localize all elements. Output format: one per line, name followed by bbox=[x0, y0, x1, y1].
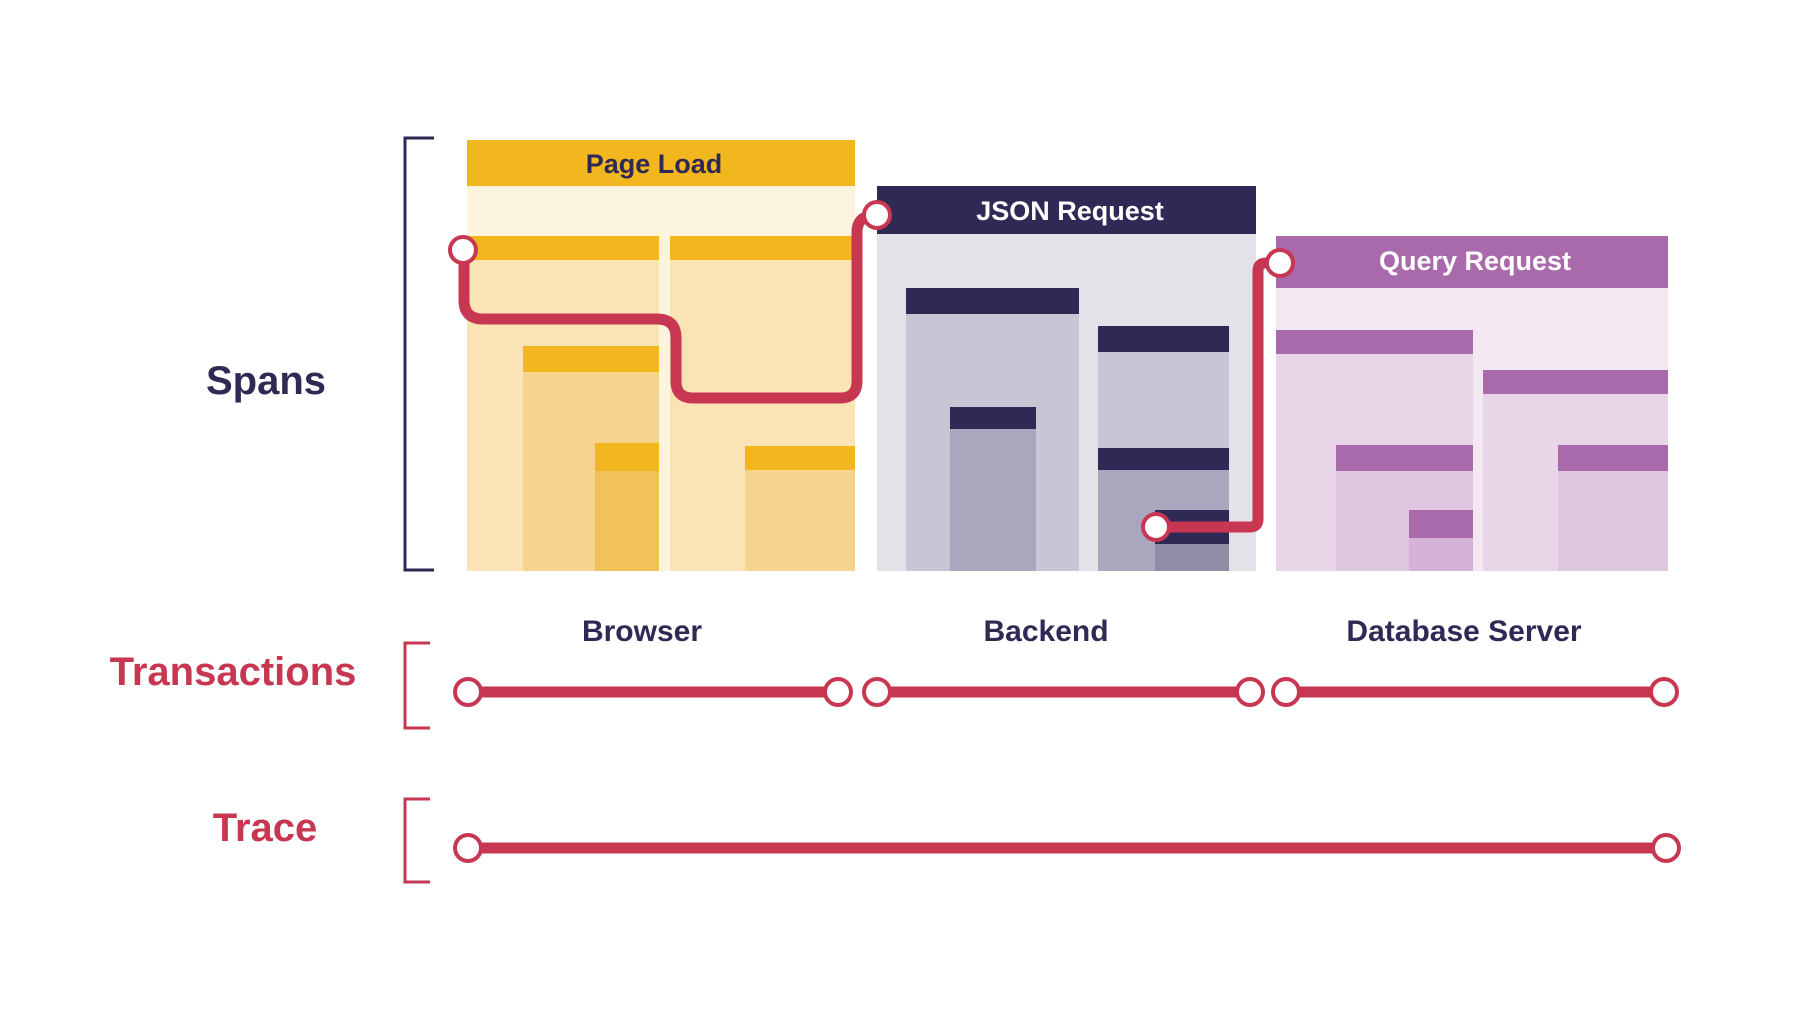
trace-path-browser-to-backend bbox=[458, 209, 883, 404]
transaction-start-node bbox=[862, 677, 892, 707]
trace-node bbox=[1265, 248, 1295, 278]
trace-node bbox=[1141, 512, 1171, 542]
json-request-span-header bbox=[877, 186, 1256, 234]
browser-nested-span bbox=[745, 446, 855, 470]
transaction-end-node bbox=[823, 677, 853, 707]
backend-child-span bbox=[1098, 326, 1229, 352]
transaction-start-node bbox=[453, 677, 483, 707]
transaction-backend bbox=[862, 677, 1265, 707]
backend-nested-span bbox=[950, 407, 1036, 429]
backend-nested-span bbox=[1098, 448, 1229, 470]
transaction-browser bbox=[453, 677, 853, 707]
backend-child-span bbox=[906, 288, 1079, 314]
database-span-group: Query Request bbox=[1276, 236, 1668, 571]
page-load-span-header bbox=[467, 140, 855, 186]
trace-path-backend-to-database bbox=[1156, 257, 1278, 533]
transaction-start-node bbox=[1271, 677, 1301, 707]
database-deep-span-body bbox=[1409, 535, 1473, 571]
database-nested-span-body bbox=[1558, 460, 1668, 571]
trace-end-node bbox=[1651, 833, 1681, 863]
trace-bracket bbox=[403, 797, 430, 884]
spans-bracket bbox=[403, 136, 434, 572]
spans-label: Spans bbox=[206, 359, 326, 403]
transactions-label: Transactions bbox=[110, 650, 357, 694]
database-nested-span bbox=[1336, 445, 1473, 471]
database-child-span bbox=[1276, 330, 1473, 354]
database-server-label: Database Server bbox=[1346, 615, 1581, 648]
json-request-label: JSON Request bbox=[976, 196, 1164, 226]
transactions-bracket bbox=[403, 641, 430, 730]
trace-label: Trace bbox=[213, 806, 318, 850]
trace-line-group bbox=[453, 833, 1681, 863]
query-request-span-header bbox=[1276, 236, 1668, 288]
trace-node bbox=[448, 235, 478, 265]
browser-nested-span-body bbox=[745, 455, 855, 571]
browser-child-span bbox=[670, 236, 855, 260]
database-nested-span bbox=[1558, 445, 1668, 471]
backend-label: Backend bbox=[983, 615, 1108, 648]
trace-start-node bbox=[453, 833, 483, 863]
browser-deep-span-body bbox=[595, 454, 659, 571]
transaction-end-node bbox=[1235, 677, 1265, 707]
trace-node bbox=[862, 200, 892, 230]
database-deep-span bbox=[1409, 510, 1473, 538]
transaction-database bbox=[1271, 677, 1679, 707]
browser-nested-span bbox=[523, 346, 659, 372]
transaction-end-node bbox=[1649, 677, 1679, 707]
browser-label: Browser bbox=[582, 615, 702, 648]
page-load-label: Page Load bbox=[586, 149, 723, 179]
backend-nested-span-body bbox=[950, 420, 1036, 571]
query-request-label: Query Request bbox=[1379, 246, 1571, 276]
browser-deep-span bbox=[595, 443, 659, 471]
browser-span-group: Page Load bbox=[467, 140, 855, 571]
backend-span-group: JSON Request bbox=[877, 186, 1256, 571]
browser-child-span bbox=[467, 236, 659, 260]
database-child-span bbox=[1483, 370, 1668, 394]
